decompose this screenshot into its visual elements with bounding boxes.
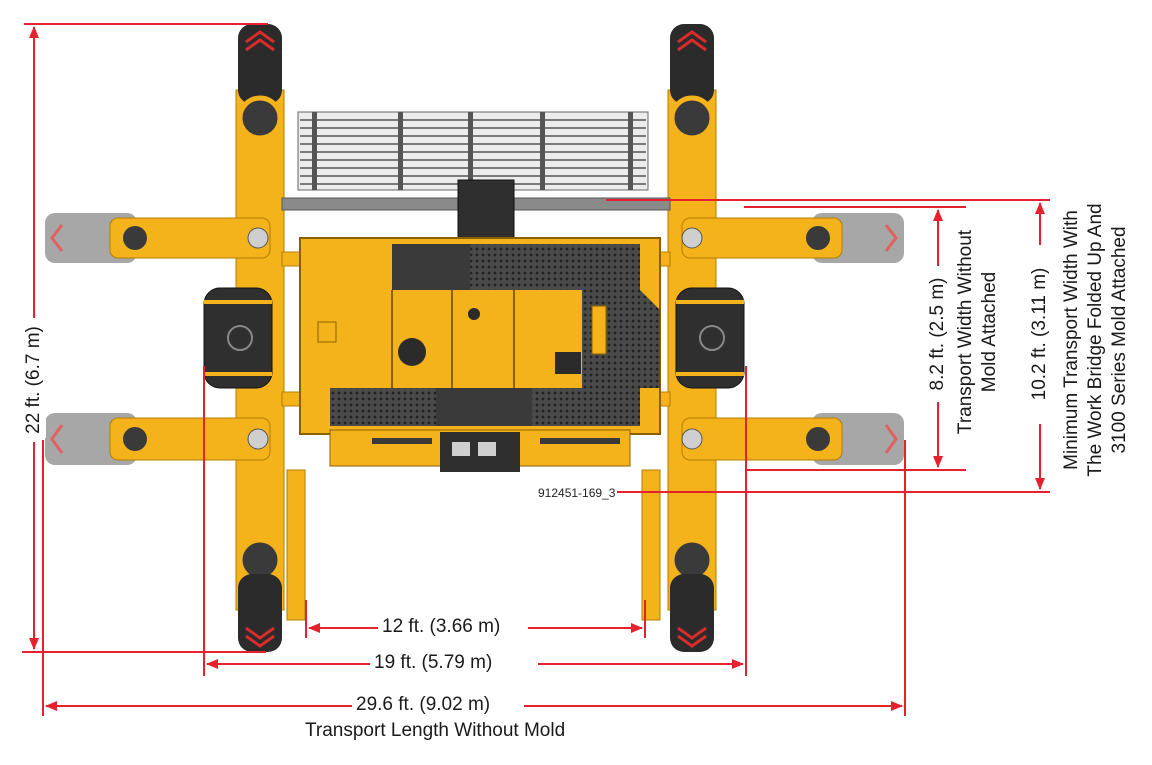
dim-10-caption-line-1: Minimum Transport Width With bbox=[1061, 210, 1082, 470]
dim-8-caption-line-2: Mold Attached bbox=[979, 271, 1000, 393]
left-rear-leg bbox=[286, 469, 306, 621]
side-arms bbox=[109, 217, 843, 461]
part-number: 912451-169_3 bbox=[536, 486, 618, 500]
track-bottom-left bbox=[237, 537, 283, 652]
track-top-left bbox=[237, 24, 283, 141]
dim-22-label: 22 ft. (6.7 m) bbox=[22, 322, 46, 438]
rod-rack bbox=[297, 111, 649, 191]
dim-29-label: 29.6 ft. (9.02 m) bbox=[352, 694, 495, 716]
right-rear-leg bbox=[641, 469, 661, 621]
dim-10-label: 10.2 ft. (3.11 m) bbox=[1028, 263, 1052, 405]
machine bbox=[45, 24, 904, 652]
dim-8-label: 8.2 ft. (2.5 m) bbox=[926, 273, 950, 395]
track-bottom-right bbox=[669, 537, 715, 652]
dimension-lines bbox=[22, 23, 1050, 716]
dim-10-caption-line-3: 3100 Series Mold Attached bbox=[1109, 226, 1130, 454]
tanks bbox=[203, 287, 745, 389]
track-top-right bbox=[669, 24, 715, 141]
dim-12-label: 12 ft. (3.66 m) bbox=[378, 616, 505, 638]
main-body bbox=[299, 237, 661, 435]
dim-8-caption-line-1: Transport Width Without bbox=[955, 229, 976, 435]
dim-10-caption-line-2: The Work Bridge Folded Up And bbox=[1085, 203, 1106, 477]
bottom-control-strip bbox=[329, 429, 631, 472]
dim-29-caption: Transport Length Without Mold bbox=[305, 720, 566, 741]
dim-10-caption: Minimum Transport Width With The Work Br… bbox=[1060, 203, 1132, 476]
top-module bbox=[457, 179, 515, 243]
dim-8-caption: Transport Width Without Mold Attached bbox=[954, 230, 1002, 434]
dim-19-label: 19 ft. (5.79 m) bbox=[370, 652, 497, 674]
